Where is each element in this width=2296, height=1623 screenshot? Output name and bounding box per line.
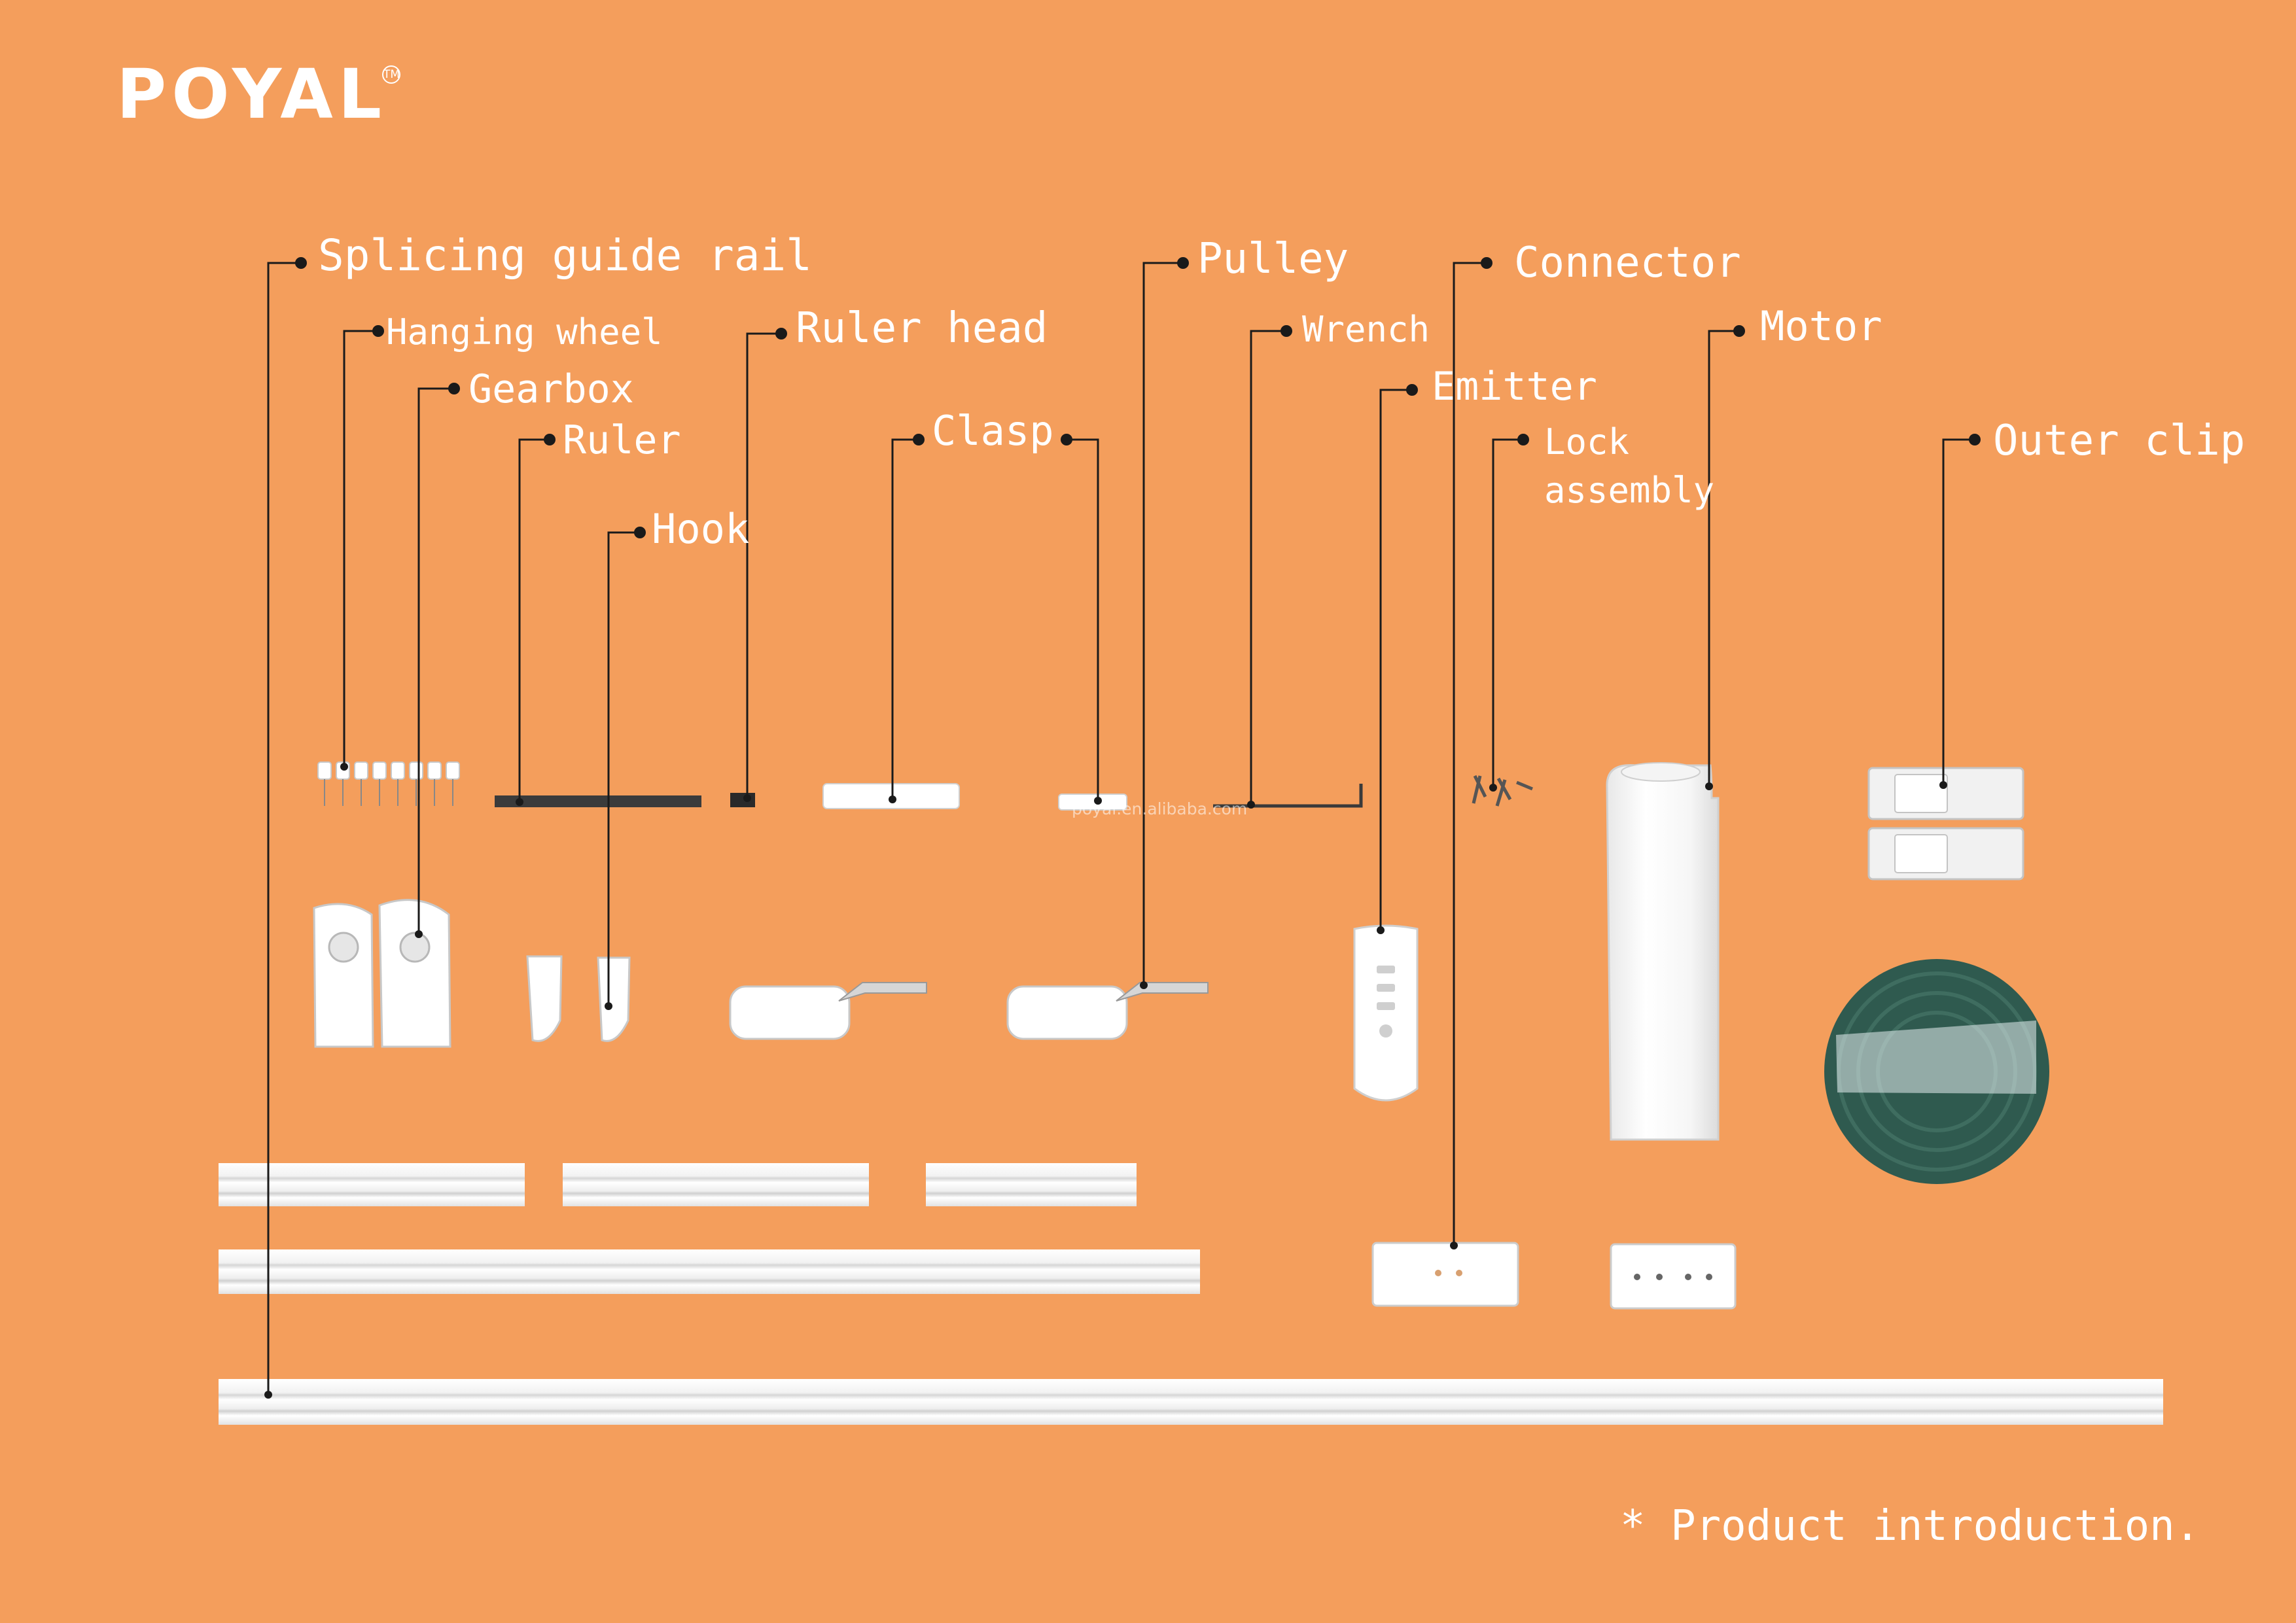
hanging-wheels [317, 761, 460, 806]
short-rails [219, 1163, 1137, 1206]
label-emitter: Emitter [1432, 364, 1597, 410]
label-lock: Lock [1544, 421, 1630, 462]
label-hanging-wheel: Hanging wheel [386, 311, 663, 353]
label-ruler: Ruler [563, 417, 681, 463]
trademark-mark: TM [382, 65, 400, 84]
label-hook: Hook [652, 505, 750, 553]
rail-piece-3 [926, 1163, 1137, 1206]
hooks [526, 955, 631, 1042]
label-assembly: assembly [1544, 470, 1715, 511]
gearboxes [313, 899, 451, 1048]
rail-piece-1 [219, 1163, 525, 1206]
label-wrench: Wrench [1302, 309, 1430, 350]
pulleys [729, 982, 1209, 1040]
label-connector: Connector [1514, 239, 1741, 287]
clasp-part-small [1058, 794, 1127, 811]
wrench-part [1213, 784, 1363, 808]
ruler-bar [495, 795, 701, 807]
outer-clips [1867, 767, 2024, 881]
connectors [1371, 1242, 1737, 1310]
lock-assembly-part [1472, 775, 1533, 807]
motor-unit [1606, 762, 1720, 1141]
ruler-head-part [730, 793, 755, 807]
watermark: poyal.en.alibaba.com [1072, 799, 1248, 818]
footer-caption: * Product introduction. [1620, 1502, 2200, 1550]
belt-roll [1824, 959, 2049, 1184]
label-ruler-head: Ruler head [796, 304, 1048, 353]
label-gearbox: Gearbox [468, 366, 634, 412]
label-clasp: Clasp [932, 407, 1054, 455]
brand-logo: POYAL [116, 54, 387, 134]
label-splicing-guide-rail: Splicing guide rail [318, 230, 812, 281]
emitter-remote [1353, 924, 1419, 1102]
leader-lines [267, 262, 1975, 1395]
medium-rail [219, 1249, 1200, 1294]
rail-piece-2 [563, 1163, 869, 1206]
label-pulley: Pulley [1197, 235, 1349, 283]
leader-dots [264, 257, 1981, 1399]
label-outer-clip: Outer clip [1993, 417, 2246, 465]
long-rail [219, 1379, 2163, 1425]
label-motor: Motor [1760, 302, 1882, 350]
